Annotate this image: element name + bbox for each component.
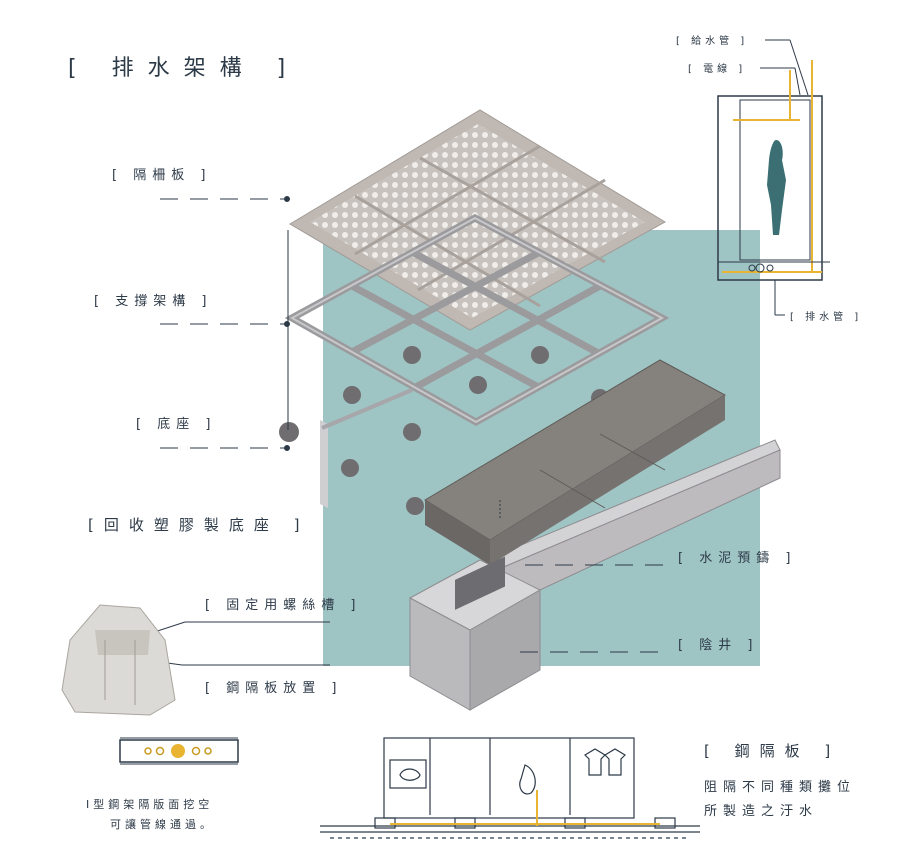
label-base: [ 底座 ] — [136, 417, 217, 432]
note-hole-line2: 可讓管線通過。 — [110, 818, 215, 831]
label-manhole: [ 陰井 ] — [678, 638, 759, 653]
ibeam-hole-detail — [119, 737, 239, 765]
page-title: [ 排水架構 ] — [68, 56, 300, 81]
note-partition-line1: 阻隔不同種類攤位 — [704, 780, 857, 795]
label-recycled-base: [回收塑膠製底座 ] — [88, 516, 310, 534]
note-partition-line2: 所製造之汙水 — [704, 804, 819, 819]
label-screw-slot: [ 固定用螺絲槽 ] — [205, 598, 362, 613]
manhole-box — [408, 556, 542, 711]
cement-trough — [424, 359, 726, 565]
label-drain-pipe: [ 排水管 ] — [790, 312, 863, 323]
stall-section — [717, 60, 830, 281]
label-grate: [ 隔柵板 ] — [112, 168, 212, 183]
label-steel-partition: [ 鋼隔板 ] — [704, 742, 841, 760]
plastic-base-detail — [61, 604, 176, 716]
stalls-sketch — [320, 737, 700, 839]
label-cement: [ 水泥預鑄 ] — [678, 551, 797, 566]
label-steel-slot: [ 鋼隔板放置 ] — [205, 681, 343, 696]
label-wire: [ 電線 ] — [688, 64, 747, 75]
label-water-pipe: [ 給水管 ] — [676, 36, 749, 47]
note-hole-line1: I型鋼架隔版面挖空 — [86, 798, 214, 811]
label-frame: [ 支撐架構 ] — [94, 294, 213, 309]
